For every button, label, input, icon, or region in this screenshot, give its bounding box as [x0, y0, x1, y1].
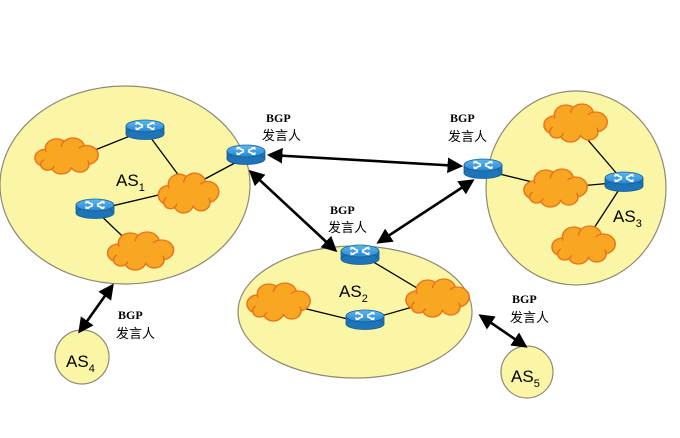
router-icon — [345, 309, 385, 331]
speaker-label-text: 发言人 — [510, 310, 549, 326]
as4-label: AS4 — [66, 352, 95, 375]
bgp-speaker-router-icon — [463, 158, 503, 180]
speaker-label-text: 发言人 — [448, 129, 487, 145]
speaker-label-text: 发言人 — [116, 326, 155, 342]
bgp-sessions — [78, 147, 528, 348]
as1-label: AS1 — [116, 171, 145, 194]
router-icon — [604, 171, 644, 193]
bgp-link-as1-as2 — [248, 169, 338, 253]
router-icon — [75, 198, 115, 220]
bgp-speaker-router-icon — [226, 144, 266, 166]
bgp-link-as1-as3 — [266, 147, 464, 174]
speaker-label-bgp: BGP — [330, 203, 355, 217]
speaker-label-bgp: BGP — [118, 308, 143, 322]
as3-label: AS3 — [613, 207, 642, 230]
speaker-label-bgp: BGP — [450, 111, 475, 125]
speaker-label-bgp: BGP — [512, 292, 537, 306]
speaker-label-bgp: BGP — [266, 111, 291, 125]
bgp-speaker-router-icon — [340, 244, 380, 266]
router-icon — [125, 119, 165, 141]
as2-label: AS2 — [339, 282, 368, 305]
as5-label: AS5 — [511, 367, 540, 390]
bgp-link-as1-as4 — [78, 283, 114, 334]
speaker-label-text: 发言人 — [262, 128, 301, 144]
bgp-link-as2-as5 — [478, 314, 528, 348]
bgp-link-as2-as3 — [376, 179, 475, 244]
speaker-label-text: 发言人 — [328, 220, 367, 236]
